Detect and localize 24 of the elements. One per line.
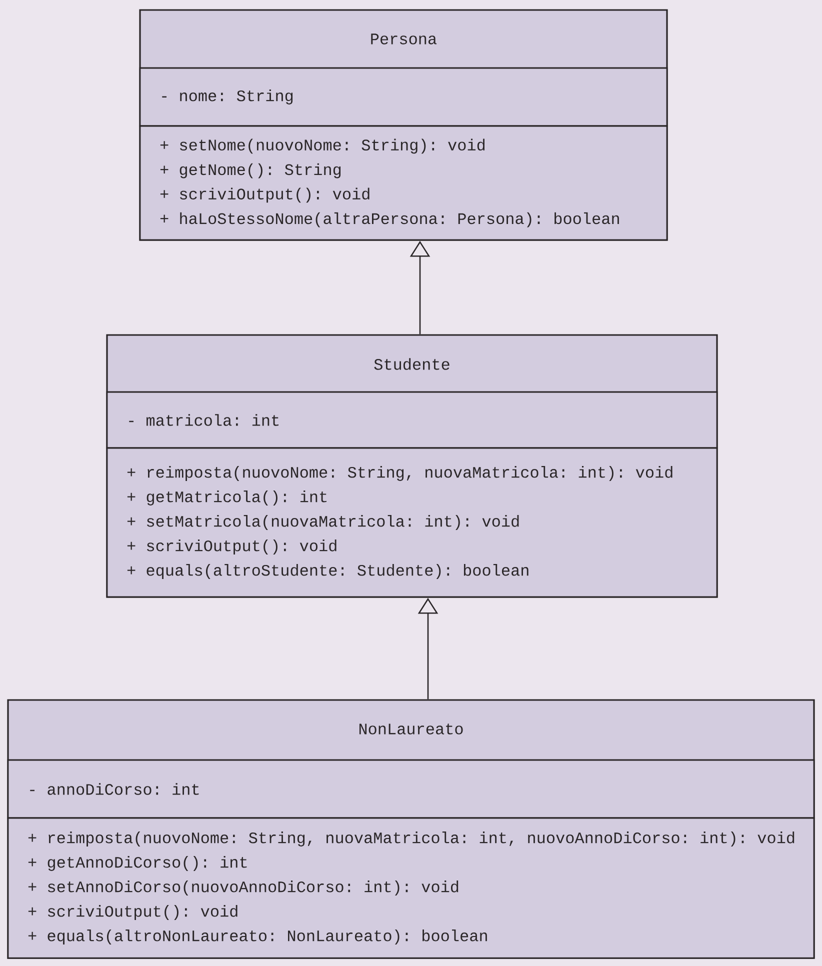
member-text: + setNome(nuovoNome: String): void [160, 138, 485, 154]
member-text: + reimposta(nuovoNome: String, nuovaMatricola: int, nuovoAnnoDiCorso: int): void [28, 832, 794, 846]
member-text: + scriviOutput(): void [160, 188, 370, 203]
class-name: Persona [371, 34, 437, 44]
member-text: + reimposta(nuovoNome: String, nuovaMatricola: int): void [127, 466, 672, 481]
class-name: Studente [374, 358, 450, 370]
member-text: - annoDiCorso: int [30, 783, 199, 795]
member-text: + equals(altroNonLaureato: NonLaureato): boolean [28, 930, 487, 944]
member-text: - matricola: int [129, 414, 278, 426]
compartment [139, 67, 668, 127]
compartment [7, 759, 815, 819]
class-name: NonLaureato [359, 724, 463, 734]
member-text: + equals(altroStudente: Studente): boolean [127, 564, 528, 579]
member-text: + getMatricola(): int [127, 490, 326, 506]
compartment [139, 125, 668, 241]
member-text: + getAnnoDiCorso(): int [28, 856, 247, 871]
member-text: + setAnnoDiCorso(nuovoAnnoDiCorso: int): void [28, 880, 458, 896]
member-text: + getNome(): String [160, 163, 341, 178]
member-text: + haLoStessoNome(altraPersona: Persona): boolean [160, 212, 619, 228]
member-text: + scriviOutput(): void [28, 905, 238, 920]
compartment [106, 391, 718, 449]
member-text: - nome: String [162, 90, 293, 104]
member-text: + setMatricola(nuovaMatricola: int): void [127, 515, 519, 530]
member-text: + scriviOutput(): void [127, 540, 336, 554]
